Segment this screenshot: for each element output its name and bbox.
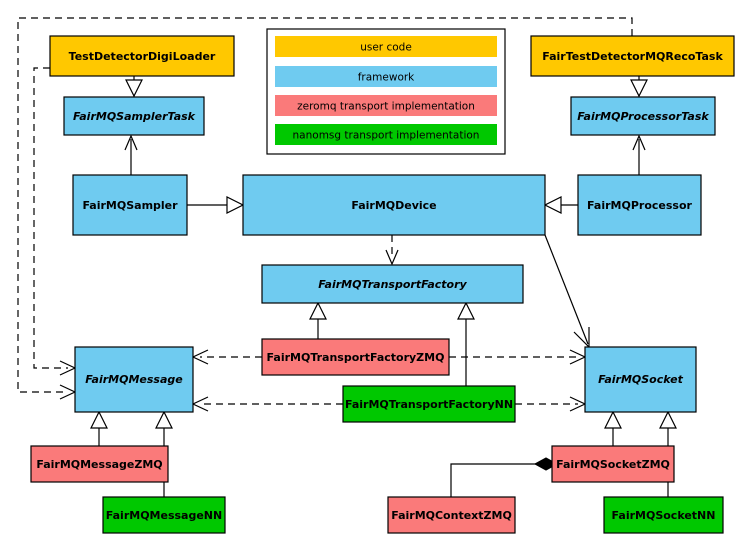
legend: user code framework zeromq transport imp… — [266, 28, 506, 155]
node-label: TestDetectorDigiLoader — [69, 50, 216, 63]
node-box[interactable] — [102, 496, 226, 534]
node-box[interactable] — [570, 96, 716, 136]
arrowhead-socketzmq-socket — [604, 410, 622, 429]
node-fairmqcontextzmq[interactable]: FairMQContextZMQ — [387, 496, 516, 534]
node-fairmqsocketzmq[interactable]: FairMQSocketZMQ — [551, 445, 675, 483]
edge-layer — [17, 17, 677, 497]
arrowhead-recotask-processortask — [630, 79, 648, 98]
node-label: FairMQDevice — [351, 199, 436, 212]
node-label: FairMQTransportFactoryZMQ — [267, 351, 445, 364]
arrowhead-sampler-samplertask — [124, 134, 138, 151]
node-label: FairMQProcessorTask — [577, 110, 709, 123]
legend-label-user-code: user code — [360, 42, 412, 54]
node-fairmqdevice[interactable]: FairMQDevice — [242, 174, 546, 236]
node-box[interactable] — [577, 174, 702, 236]
arrowhead-tfnn-tf — [457, 301, 475, 320]
node-label: FairMQTransportFactoryNN — [345, 398, 513, 411]
node-box[interactable] — [603, 496, 724, 534]
node-label: FairMQMessageNN — [106, 509, 222, 522]
edge-digiloader-to-message — [33, 67, 68, 369]
node-label: FairMQSocket — [598, 373, 684, 386]
legend-swatch-framework — [275, 66, 497, 87]
arrowhead-device-transportfactory — [385, 249, 399, 266]
node-fairmqtransportfactory[interactable]: FairMQTransportFactory — [261, 264, 524, 304]
node-box[interactable] — [261, 338, 450, 376]
node-fairmqtransportfactorynn[interactable]: FairMQTransportFactoryNN — [342, 385, 516, 423]
edge-recotask-to-message — [17, 17, 633, 393]
legend-swatch-zeromq — [275, 95, 497, 116]
node-fairmqmessage[interactable]: FairMQMessage — [74, 346, 194, 413]
arrowhead-messagezmq-message — [90, 410, 108, 429]
node-fairmqtransportfactoryzmq[interactable]: FairMQTransportFactoryZMQ — [261, 338, 450, 376]
edge-contextzmq-socketzmq — [450, 463, 538, 497]
node-box[interactable] — [74, 346, 194, 413]
node-box[interactable] — [342, 385, 516, 423]
node-label: FairMQSamplerTask — [73, 110, 196, 123]
node-label: FairMQTransportFactory — [318, 278, 467, 291]
node-layer: TestDetectorDigiLoader FairTestDetectorM… — [30, 35, 735, 534]
node-label: FairMQContextZMQ — [391, 509, 512, 522]
node-fairmqmessagezmq[interactable]: FairMQMessageZMQ — [30, 445, 169, 483]
node-label: FairMQSampler — [82, 199, 178, 212]
node-label: FairMQSocketNN — [612, 509, 716, 522]
arrowhead-device-socket — [573, 327, 590, 349]
node-fairmqsamplertask[interactable]: FairMQSamplerTask — [63, 96, 205, 136]
node-fairtestdetectormqrecotask[interactable]: FairTestDetectorMQRecoTask — [530, 35, 735, 77]
arrowhead-processor-processortask — [632, 134, 646, 151]
node-box[interactable] — [261, 264, 524, 304]
arrowhead-socketnn-socket — [659, 410, 677, 429]
arrowhead-digiloader-samplertask — [125, 79, 143, 98]
node-label: FairTestDetectorMQRecoTask — [542, 50, 723, 63]
node-fairmqsocketnn[interactable]: FairMQSocketNN — [603, 496, 724, 534]
node-label: FairMQMessage — [85, 373, 183, 386]
node-fairmqsocket[interactable]: FairMQSocket — [584, 346, 697, 413]
node-box[interactable] — [584, 346, 697, 413]
arrowhead-messagenn-message — [155, 410, 173, 429]
node-box[interactable] — [242, 174, 546, 236]
node-box[interactable] — [49, 35, 235, 77]
node-label: FairMQProcessor — [587, 199, 692, 212]
node-label: FairMQMessageZMQ — [36, 458, 162, 471]
node-box[interactable] — [551, 445, 675, 483]
legend-swatch-nanomsg — [275, 124, 497, 145]
node-fairmqprocessortask[interactable]: FairMQProcessorTask — [570, 96, 716, 136]
node-label: FairMQSocketZMQ — [556, 458, 670, 471]
node-testdetectordigiloader[interactable]: TestDetectorDigiLoader — [49, 35, 235, 77]
legend-label-framework: framework — [358, 72, 415, 84]
node-box[interactable] — [530, 35, 735, 77]
arrowhead-processor-device — [543, 196, 562, 214]
legend-label-nanomsg: nanomsg transport implementation — [293, 130, 480, 142]
arrowhead-tfzmq-tf — [309, 301, 327, 320]
node-fairmqmessagenn[interactable]: FairMQMessageNN — [102, 496, 226, 534]
edge-device-socket — [544, 234, 589, 345]
node-box[interactable] — [72, 174, 188, 236]
legend-swatch-user-code — [275, 36, 497, 57]
node-box[interactable] — [387, 496, 516, 534]
node-box[interactable] — [30, 445, 169, 483]
node-fairmqprocessor[interactable]: FairMQProcessor — [577, 174, 702, 236]
node-fairmqsampler[interactable]: FairMQSampler — [72, 174, 188, 236]
legend-label-zeromq: zeromq transport implementation — [297, 101, 475, 113]
arrowhead-sampler-device — [226, 196, 245, 214]
node-box[interactable] — [63, 96, 205, 136]
